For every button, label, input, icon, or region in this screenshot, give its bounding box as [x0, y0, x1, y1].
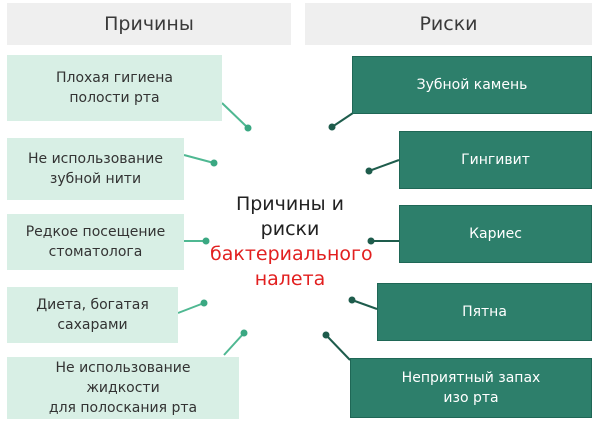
risk-connector-2 — [368, 159, 400, 172]
risk-dot-2 — [365, 167, 373, 175]
cause-dot-2 — [210, 159, 218, 167]
center-title-line-2: риски — [260, 218, 320, 240]
cause-box-3: Редкое посещение стоматолога — [7, 214, 184, 270]
causes-header: Причины — [7, 3, 291, 45]
cause-connector-5 — [223, 332, 245, 356]
risk-connector-4 — [351, 299, 378, 310]
cause-box-1: Плохая гигиена полости рта — [7, 55, 222, 121]
cause-box-2: Не использование зубной нити — [7, 138, 184, 200]
center-title-line-3: бактериального — [210, 243, 373, 265]
center-title-line-1: Причины и — [235, 193, 345, 215]
risk-dot-5 — [322, 331, 330, 339]
center-title: Причины и риски бактериального налета — [210, 192, 373, 292]
cause-dot-3 — [202, 237, 210, 245]
risk-box-3: Кариес — [399, 205, 592, 263]
cause-connector-1 — [221, 102, 249, 129]
risks-header: Риски — [305, 3, 592, 45]
cause-connector-2 — [183, 154, 215, 164]
cause-dot-1 — [244, 124, 252, 132]
risk-connector-5 — [325, 334, 351, 361]
cause-box-5: Не использование жидкости для полоскания… — [7, 357, 239, 419]
risk-dot-4 — [348, 296, 356, 304]
risk-connector-1 — [331, 112, 354, 128]
cause-connector-4 — [177, 302, 205, 314]
risk-dot-1 — [328, 123, 336, 131]
risk-box-2: Гингивит — [399, 131, 592, 189]
risk-box-1: Зубной камень — [352, 56, 592, 114]
cause-box-4: Диета, богатая сахарами — [7, 287, 178, 343]
cause-dot-4 — [200, 299, 208, 307]
center-title-line-4: налета — [254, 268, 326, 290]
cause-dot-5 — [240, 329, 248, 337]
risk-box-4: Пятна — [377, 283, 592, 341]
risk-box-5: Неприятный запах изо рта — [350, 358, 592, 418]
risk-dot-3 — [367, 237, 375, 245]
